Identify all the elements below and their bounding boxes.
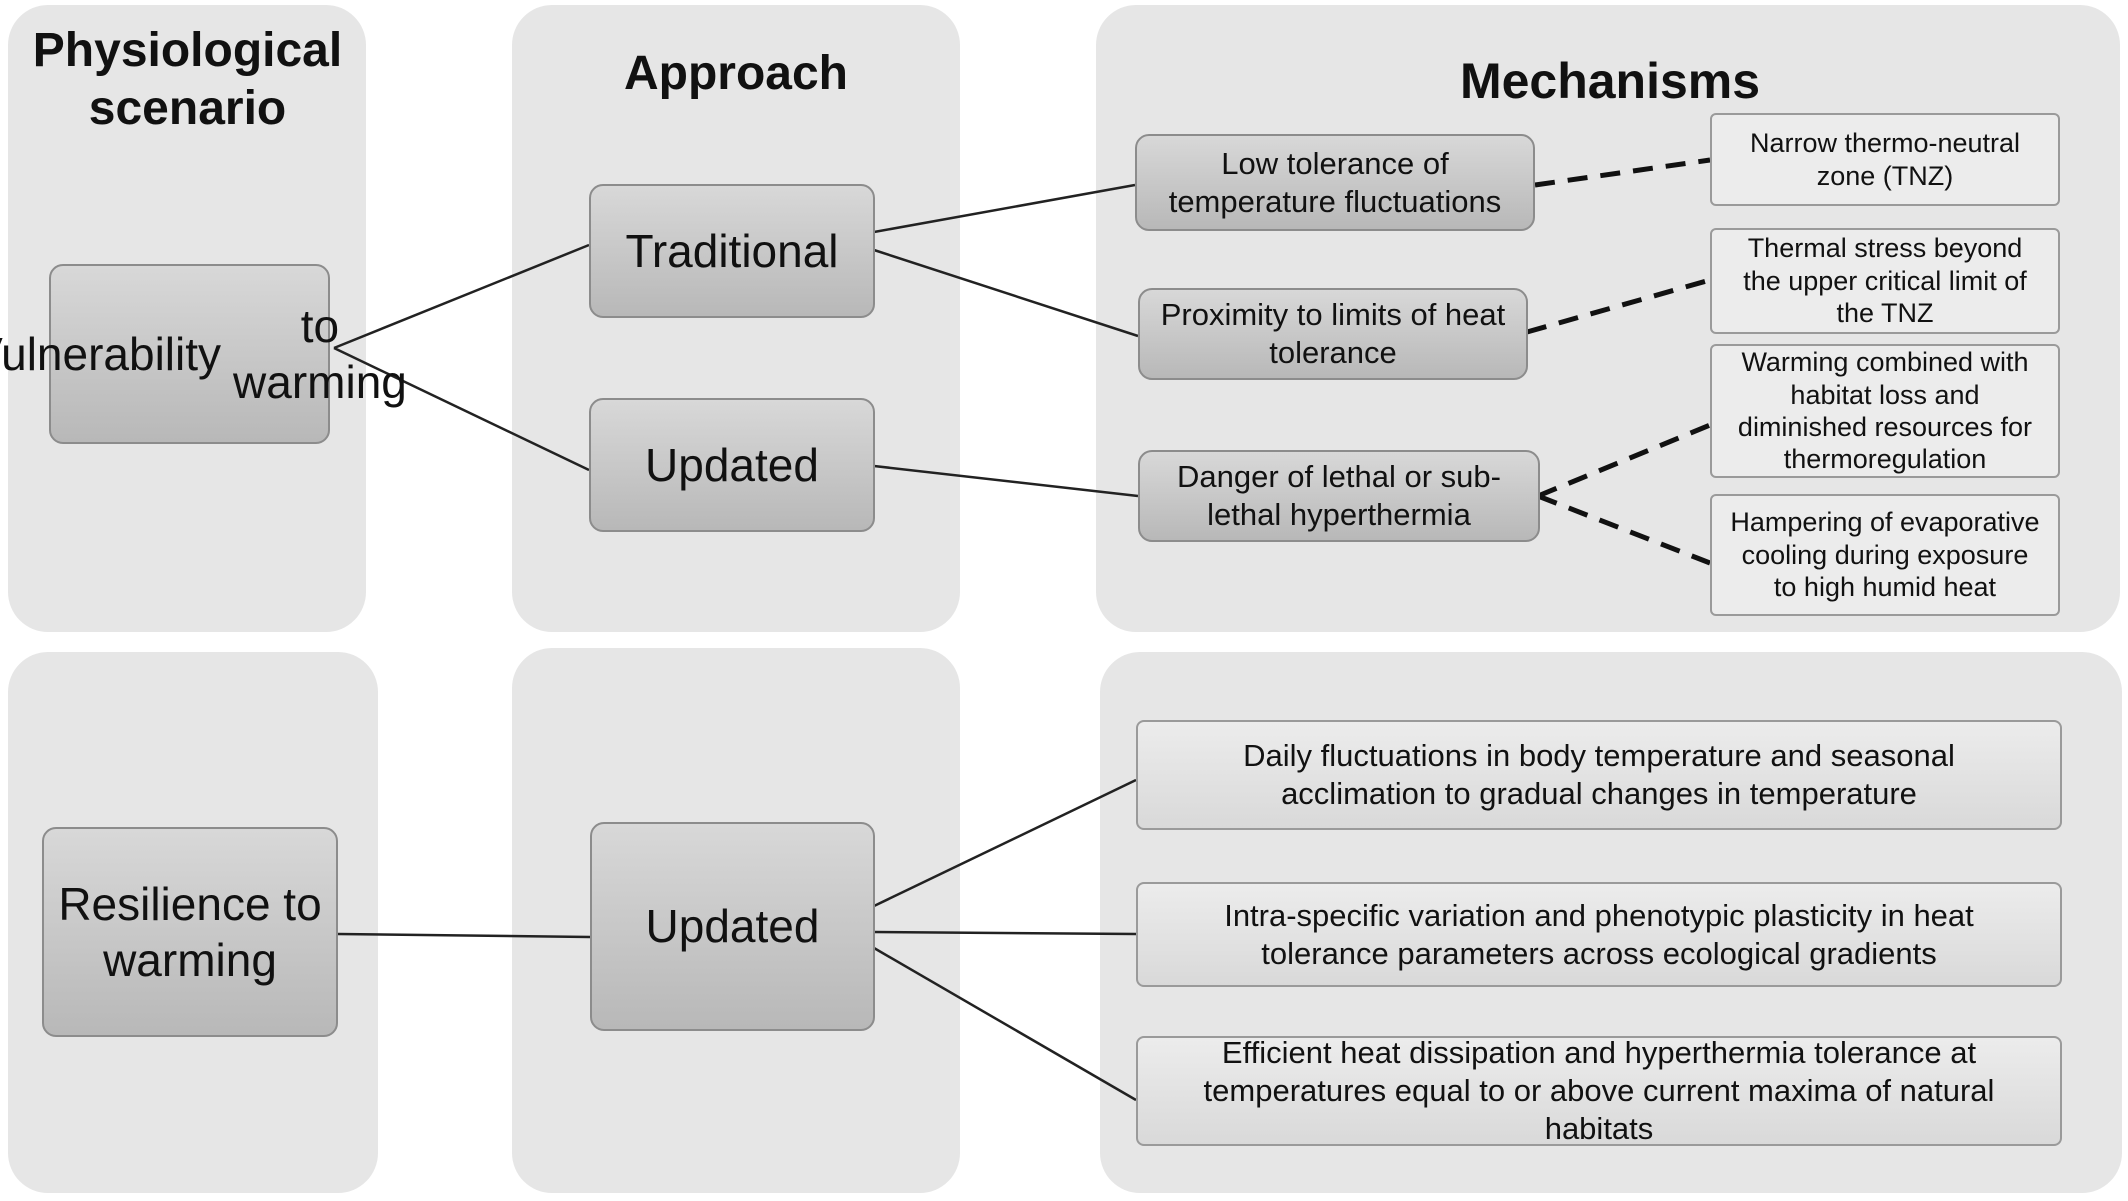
low-tolerance-node: Low tolerance of temperature fluctuation… (1135, 134, 1535, 231)
line-resilience-updated (337, 932, 591, 939)
dashed-low-tolerance-narrow-tnz (1534, 157, 1711, 188)
proximity-node: Proximity to limits of heat tolerance (1138, 288, 1528, 380)
thermal-stress-node: Thermal stress beyond the upper critical… (1710, 228, 2060, 334)
line-traditional-proximity (873, 248, 1139, 338)
dashed-proximity-thermal-stress (1526, 277, 1711, 335)
scenario-column-title: Physiological scenario (32, 24, 343, 135)
danger-node: Danger of lethal or sub- lethal hyperthe… (1138, 450, 1540, 542)
updated-approach-node-bottom: Updated (590, 822, 875, 1031)
line-updated-daily (873, 778, 1137, 908)
dashed-danger-evaporative (1537, 493, 1711, 566)
efficient-heat-dissipation-node: Efficient heat dissipation and hyperther… (1136, 1035, 2062, 1146)
dashed-danger-habitat-loss (1537, 422, 1711, 499)
line-updated-danger (873, 464, 1139, 498)
vulnerability-node: Vulnerability to warming (0, 264, 407, 444)
resilience-node: Resilience to warming (42, 827, 338, 1037)
line-traditional-low-tolerance (873, 183, 1136, 234)
daily-fluctuations-node: Daily fluctuations in body temperature a… (1136, 720, 2062, 830)
line-vulnerability-updated (333, 346, 590, 472)
line-updated-efficient (873, 946, 1137, 1102)
approach-column-title: Approach (623, 47, 848, 100)
intraspecific-variation-node: Intra-specific variation and phenotypic … (1136, 882, 2062, 987)
evaporative-cooling-node: Hampering of evaporative cooling during … (1710, 494, 2060, 616)
line-updated-intraspecific (873, 930, 1137, 936)
mechanisms-column-title: Mechanisms (1459, 53, 1761, 109)
narrow-tnz-node: Narrow thermo-neutral zone (TNZ) (1710, 113, 2060, 206)
line-vulnerability-traditional (333, 243, 590, 350)
habitat-loss-node: Warming combined with habitat loss and d… (1710, 344, 2060, 478)
updated-approach-node-top: Updated (589, 398, 875, 532)
traditional-approach-node: Traditional (589, 184, 875, 318)
